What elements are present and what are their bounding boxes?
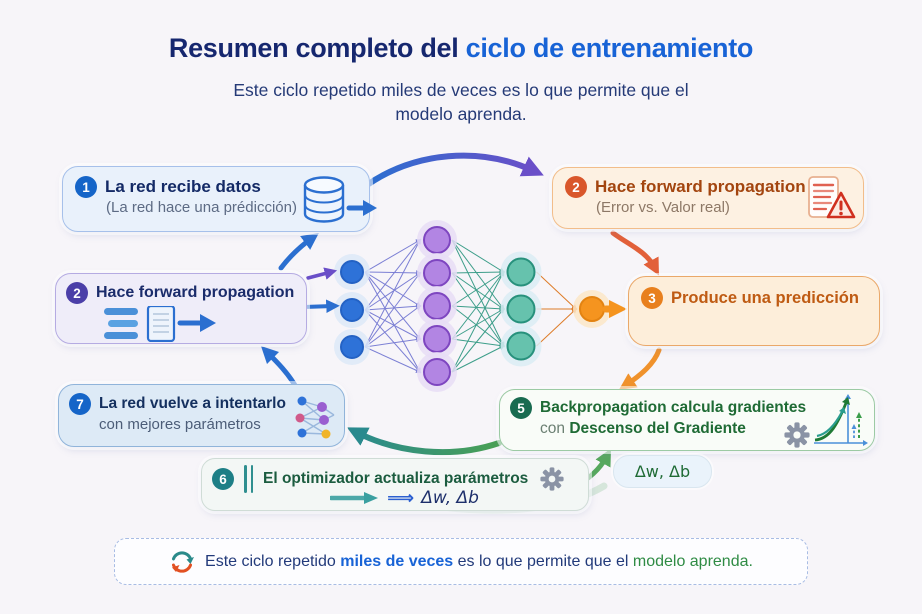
arrow-step2left-to-step1 — [278, 232, 319, 271]
gradient-chart-icon — [814, 394, 868, 446]
step5-card: 5 Backpropagation calcula gradientes con… — [499, 389, 875, 451]
step2-top-subtitle: (Error vs. Valor real) — [596, 199, 730, 216]
network-node-layer1 — [423, 259, 451, 287]
title-prefix: Resumen completo del — [168, 33, 466, 63]
node-halo — [417, 319, 457, 359]
step5-subtitle-bold: Descenso del Gradiente — [569, 420, 746, 437]
title-highlight: ciclo de entrenamiento — [465, 33, 754, 63]
warning-triangle-icon — [826, 191, 856, 219]
node-halo — [417, 220, 457, 260]
arrow-step2left-to-network-top — [306, 267, 338, 280]
step5-subtitle: con Descenso del Gradiente — [510, 420, 864, 438]
step1-subtitle: (La red hace una prédicción) — [106, 199, 297, 216]
refresh-icon — [172, 550, 195, 573]
step2-top-title: Hace forward propagation — [595, 177, 806, 196]
data-out-arrow — [346, 200, 377, 216]
update-arrow-icon — [330, 492, 378, 504]
arrow-step2left-to-network-mid — [302, 299, 340, 314]
step2-left-number-badge: 2 — [66, 282, 88, 304]
network-node-layer1 — [423, 358, 451, 386]
retry-network-icon — [295, 396, 335, 439]
step3-title: Produce una predicción — [671, 288, 859, 307]
network-node-layer2 — [506, 257, 536, 287]
step2-left-card: 2 Hace forward propagation — [55, 273, 307, 344]
banner-part1: Este ciclo repetido — [205, 552, 341, 570]
network-node-layer0 — [340, 298, 364, 322]
step6-title: El optimizador actualiza parámetros — [263, 470, 529, 487]
subtitle-line2: modelo aprenda. — [395, 104, 527, 124]
step1-card: 1 La red recibe datos (La red hace una p… — [62, 166, 377, 232]
gear-icon — [784, 422, 810, 448]
node-halo — [417, 352, 457, 392]
step7-title: La red vuelve a intentarlo — [99, 395, 286, 412]
arrow-step5-to-step7 — [346, 427, 502, 456]
double-bar-decoration — [244, 465, 253, 493]
network-node-layer2 — [506, 294, 536, 324]
node-halo — [334, 254, 370, 290]
step5-subtitle-prefix: con — [540, 420, 570, 437]
step1-number-badge: 1 — [75, 176, 97, 198]
network-node-layer2 — [506, 331, 536, 361]
step3-number-badge: 3 — [641, 287, 663, 309]
arrow-step2top-to-step3 — [610, 230, 659, 276]
forward-pass-icon — [104, 306, 216, 342]
error-report-icon — [808, 176, 856, 219]
banner-highlight-green: modelo aprenda. — [632, 552, 753, 570]
delta-params-text: Δw, Δb — [421, 488, 479, 508]
subtitle-line1: Este ciclo repetido miles de veces es lo… — [233, 80, 689, 100]
step2-left-title: Hace forward propagation — [96, 284, 295, 301]
node-halo — [500, 251, 542, 293]
node-halo — [417, 253, 457, 293]
node-halo — [334, 292, 370, 328]
step7-number-badge: 7 — [69, 393, 91, 415]
step6-number-badge: 6 — [212, 468, 234, 490]
step6-card: 6 El optimizador actualiza parámetros — [201, 458, 589, 511]
step1-title: La red recibe datos — [105, 177, 261, 196]
neural-network — [334, 220, 611, 392]
network-node-layer1 — [423, 292, 451, 320]
arrow-step7-to-step2left — [260, 345, 299, 390]
arrow-step3-to-step5 — [618, 347, 662, 390]
node-halo — [573, 290, 611, 328]
step5-number-badge: 5 — [510, 397, 532, 419]
network-node-layer0 — [340, 260, 364, 284]
network-node-layer0 — [340, 335, 364, 359]
banner-highlight-blue: miles de veces — [340, 552, 454, 570]
step3-card: 3 Produce una predicción — [628, 276, 880, 346]
node-halo — [334, 329, 370, 365]
banner-text: Este ciclo repetido miles de veces es lo… — [205, 553, 753, 571]
node-halo — [417, 286, 457, 326]
step2-top-number-badge: 2 — [565, 176, 587, 198]
node-halo — [500, 288, 542, 330]
step2-top-card: 2 Hace forward propagation (Error vs. Va… — [552, 167, 864, 229]
step5-title: Backpropagation calcula gradientes — [540, 399, 807, 416]
node-halo — [500, 325, 542, 367]
gear-icon — [540, 467, 564, 491]
network-node-layer3 — [579, 296, 605, 322]
database-icon — [303, 176, 377, 223]
implies-symbol: ⟹ — [387, 487, 415, 509]
network-node-layer1 — [423, 226, 451, 254]
network-node-layer1 — [423, 325, 451, 353]
step7-card: 7 La red vuelve a intentarlo con mejores… — [58, 384, 345, 447]
banner-part2: es lo que permite que el — [453, 552, 633, 570]
step7-subtitle: con mejores parámetros — [99, 416, 261, 433]
arrow-step1-to-step2top — [364, 152, 544, 188]
page-title: Resumen completo del ciclo de entrenamie… — [0, 33, 922, 64]
page-subtitle: Este ciclo repetido miles de veces es lo… — [0, 78, 922, 126]
step6-formula: ⟹ Δw, Δb — [330, 487, 479, 509]
delta-pill: Δw, Δb — [613, 455, 712, 488]
cycle-banner: Este ciclo repetido miles de veces es lo… — [114, 538, 808, 585]
